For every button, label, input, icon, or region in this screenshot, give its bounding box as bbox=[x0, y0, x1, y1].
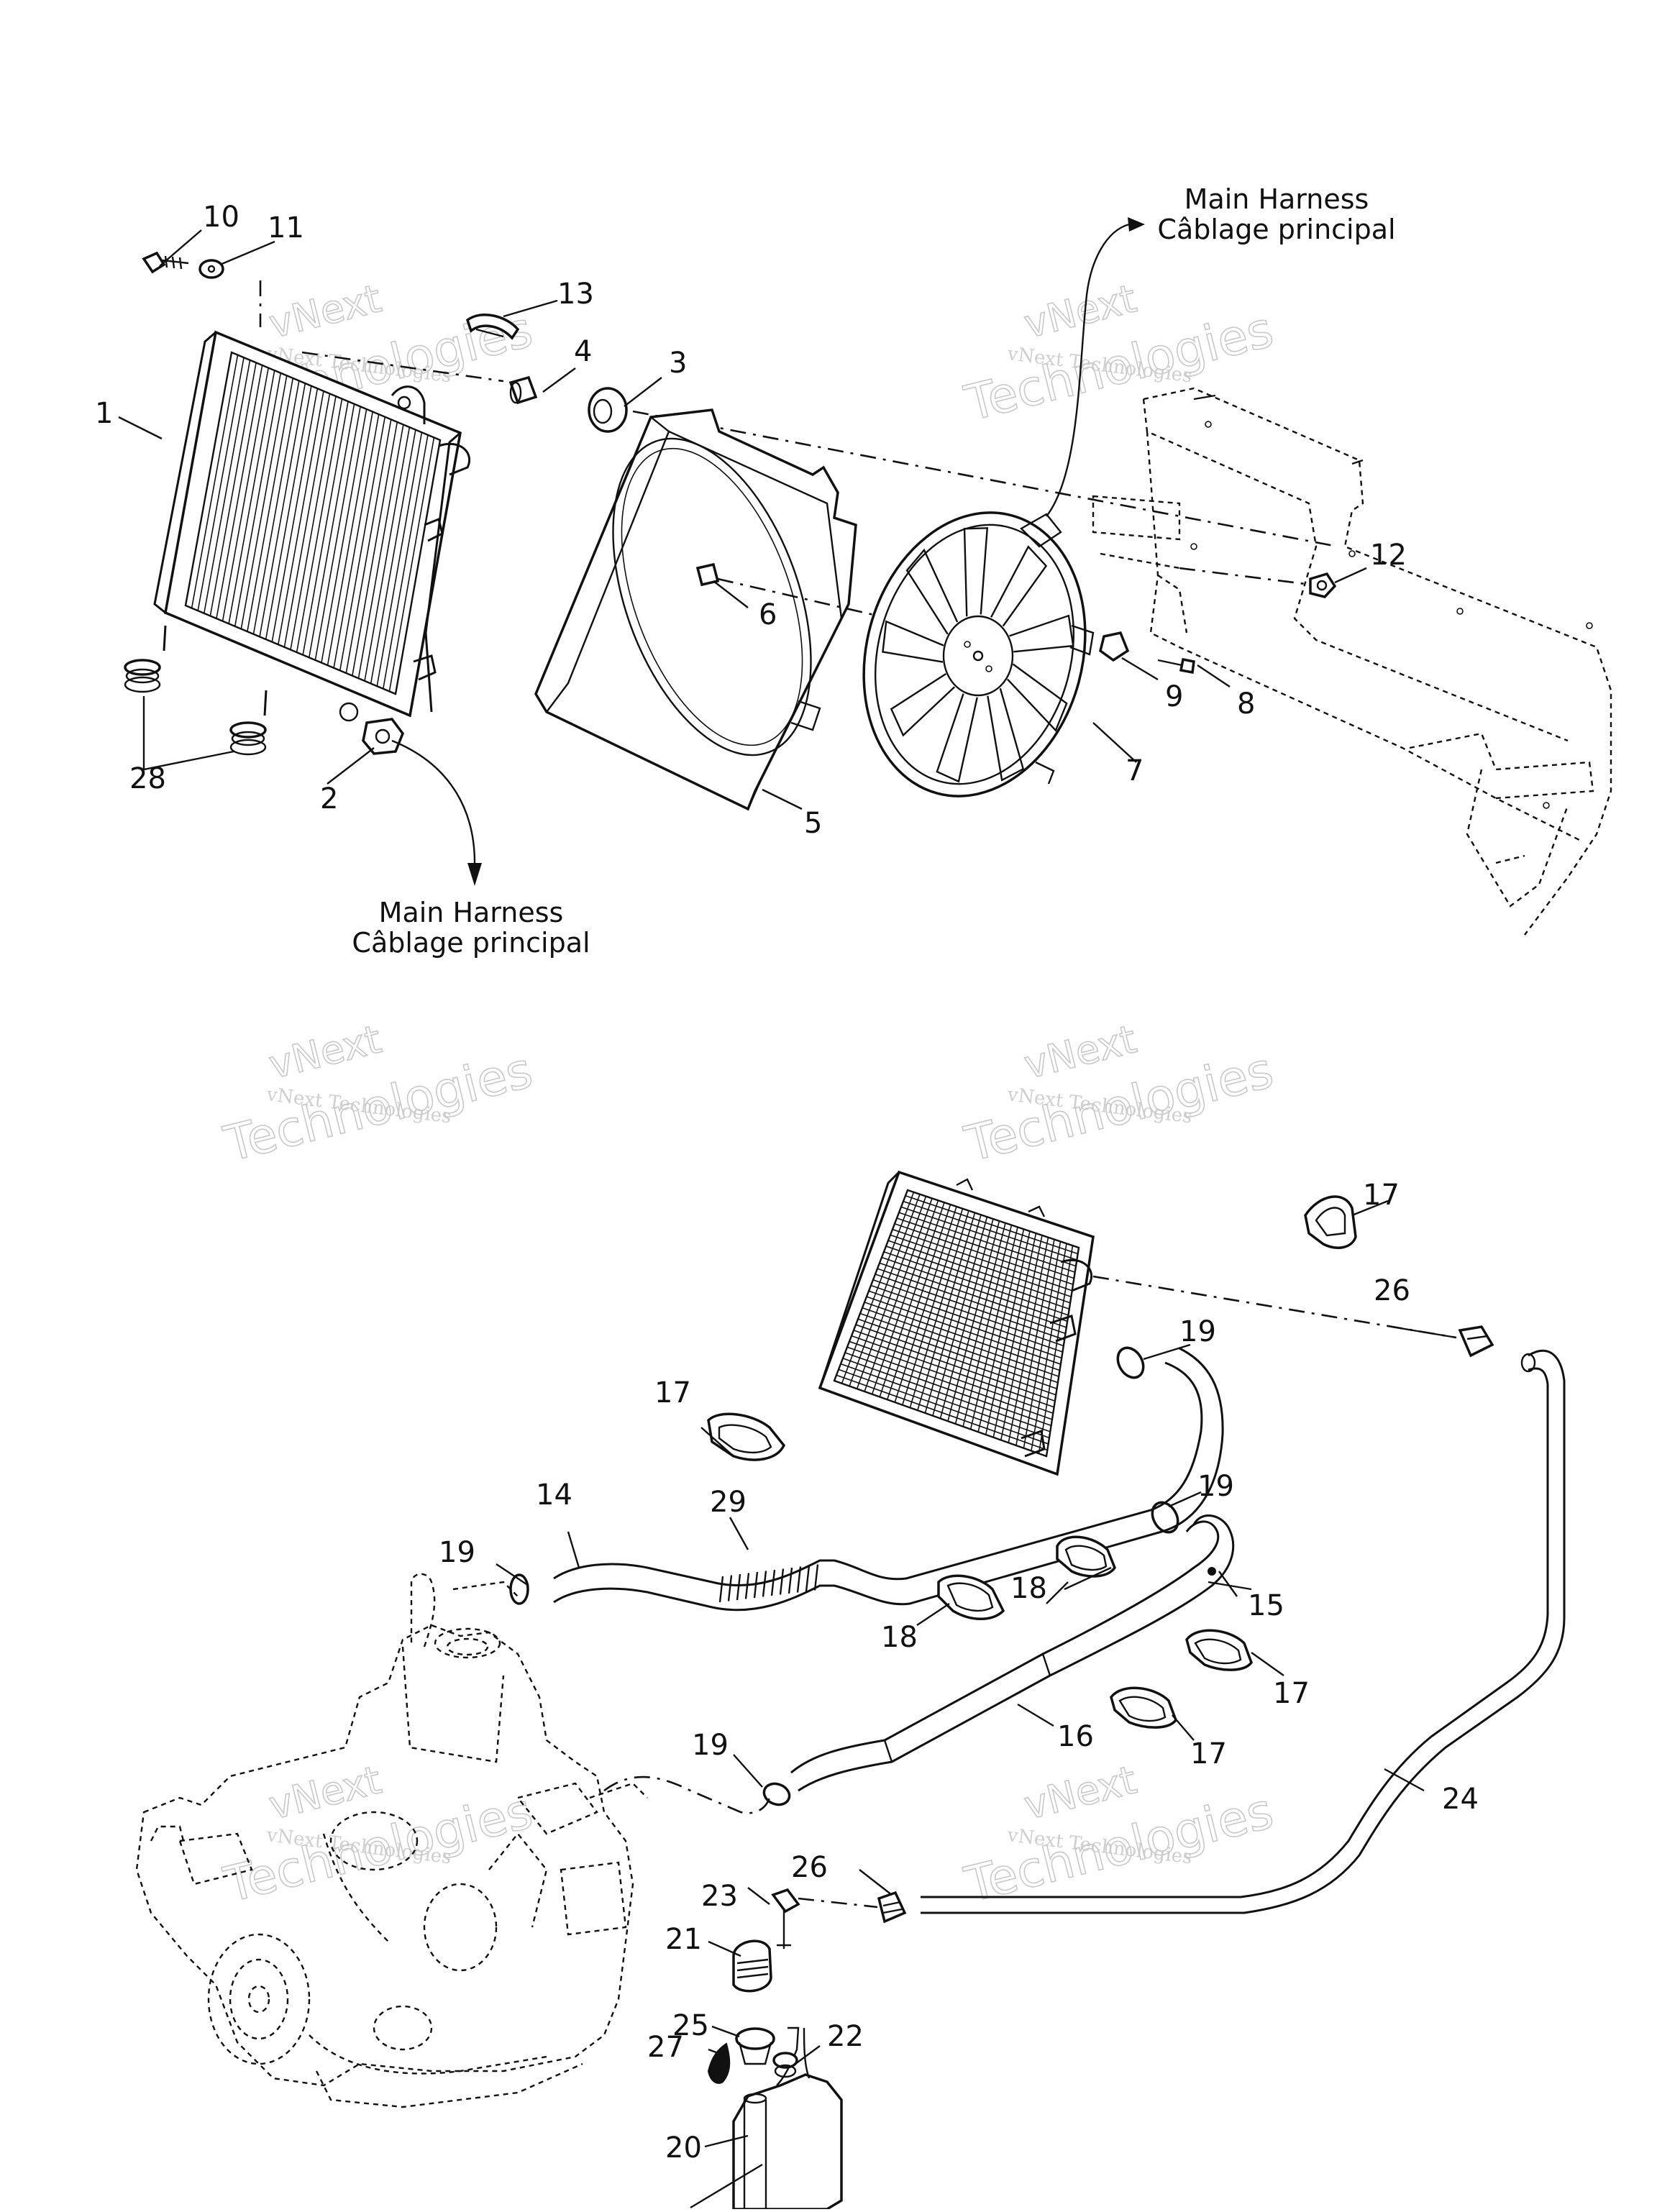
fan-shroud-axis-line bbox=[632, 410, 1338, 548]
spacer bbox=[508, 375, 538, 405]
hose-clamp-pump bbox=[762, 1782, 791, 1806]
harness-label-top-en: Main Harness bbox=[1184, 183, 1369, 215]
callout-labels: 1 2 3 4 5 6 7 8 9 10 11 12 13 14 15 16 1… bbox=[95, 201, 1479, 2165]
harness-arrow-mid bbox=[391, 739, 482, 886]
callout-6: 6 bbox=[759, 598, 777, 631]
washer bbox=[198, 259, 224, 279]
harness-arrow-top bbox=[1046, 217, 1145, 517]
callout-3: 3 bbox=[669, 347, 687, 380]
callout-2: 2 bbox=[320, 782, 338, 815]
hose-clamp-upper bbox=[1116, 1346, 1145, 1379]
callout-4: 4 bbox=[574, 335, 592, 368]
radiator-installed bbox=[818, 1170, 1095, 1476]
fan-screw bbox=[1157, 657, 1195, 675]
callout-17d: 17 bbox=[1190, 1737, 1227, 1770]
callout-24: 24 bbox=[1442, 1783, 1479, 1816]
callout-8: 8 bbox=[1237, 687, 1255, 721]
callout-7: 7 bbox=[1126, 754, 1144, 787]
callout-23: 23 bbox=[701, 1880, 738, 1913]
engine-outlet-axis-line bbox=[603, 1775, 771, 1814]
radiator-hose-lower bbox=[790, 1514, 1235, 1792]
cooling-fan bbox=[862, 511, 1095, 797]
callout-20: 20 bbox=[665, 2131, 702, 2165]
watermark-top-right: vNext vNext Technologies Technologies bbox=[959, 275, 1279, 434]
callout-17c: 17 bbox=[1273, 1677, 1310, 1710]
fan-shroud bbox=[534, 408, 857, 811]
radiator bbox=[153, 330, 471, 722]
callout-19a: 19 bbox=[1179, 1315, 1216, 1348]
callout-18a: 18 bbox=[1010, 1572, 1047, 1605]
hose-clamp-lower bbox=[1151, 1501, 1179, 1534]
radiator-hose-upper bbox=[553, 1347, 1224, 1612]
hose-guard-right bbox=[1185, 1629, 1253, 1671]
temperature-sensor bbox=[362, 718, 404, 755]
harness-label-top-fr: Câblage principal bbox=[1157, 214, 1395, 245]
reservoir-cap bbox=[732, 1939, 772, 1993]
callout-26a: 26 bbox=[1374, 1274, 1410, 1307]
callout-14: 14 bbox=[536, 1479, 572, 1512]
callout-27: 27 bbox=[647, 2031, 684, 2064]
spacer-axis-line bbox=[301, 351, 504, 383]
svg-text:vNext: vNext bbox=[265, 275, 385, 347]
radiator-cap bbox=[465, 314, 520, 340]
vehicle-frame bbox=[1092, 387, 1612, 936]
callout-26b: 26 bbox=[791, 1851, 828, 1884]
hose-guard-low bbox=[937, 1574, 1005, 1620]
rubber-mount bbox=[124, 659, 267, 756]
callout-9: 9 bbox=[1165, 680, 1183, 713]
callout-12: 12 bbox=[1370, 539, 1407, 572]
callout-18b: 18 bbox=[881, 1621, 918, 1654]
callout-11: 11 bbox=[268, 211, 304, 244]
callout-22: 22 bbox=[827, 2020, 864, 2053]
callout-10: 10 bbox=[203, 201, 239, 234]
harness-label-mid-en: Main Harness bbox=[379, 897, 564, 928]
watermark-mid-left: vNext vNext Technologies Technologies bbox=[218, 1016, 539, 1174]
watermark-mid-right: vNext vNext Technologies Technologies bbox=[959, 1016, 1279, 1174]
hose-guard-top bbox=[1304, 1195, 1357, 1249]
callout-1: 1 bbox=[95, 397, 113, 430]
fan-clip bbox=[1099, 631, 1130, 662]
callout-16: 16 bbox=[1057, 1720, 1094, 1753]
hose-guard-mid bbox=[1056, 1535, 1116, 1578]
leader-lines bbox=[118, 229, 1457, 2209]
callout-13: 13 bbox=[557, 278, 594, 311]
callout-25: 25 bbox=[672, 2009, 709, 2042]
frame-nut bbox=[1309, 572, 1337, 598]
callout-29: 29 bbox=[710, 1486, 747, 1519]
reservoir-grommet bbox=[735, 2027, 775, 2065]
callout-17b: 17 bbox=[654, 1376, 691, 1409]
bolt bbox=[142, 251, 189, 274]
tank-fitting bbox=[771, 1888, 800, 1949]
hose-guard-bottom bbox=[1110, 1686, 1177, 1729]
hose-clamp-top bbox=[1458, 1325, 1494, 1358]
hose-guard-left bbox=[707, 1412, 786, 1461]
svg-text:vNext: vNext bbox=[265, 1016, 385, 1087]
harness-label-mid-fr: Câblage principal bbox=[352, 927, 590, 959]
overflow-hose bbox=[921, 1349, 1566, 1914]
watermark-bottom-right: vNext vNext Technologies Technologies bbox=[959, 1757, 1279, 1915]
hose-clamp-bottom bbox=[877, 1891, 907, 1924]
engine bbox=[135, 1573, 648, 2108]
callout-5: 5 bbox=[804, 807, 822, 840]
shroud-nut bbox=[695, 562, 720, 587]
callout-19c: 19 bbox=[439, 1536, 475, 1569]
callout-17a: 17 bbox=[1363, 1179, 1400, 1212]
callout-21: 21 bbox=[665, 1923, 702, 1956]
callout-28: 28 bbox=[129, 762, 166, 795]
callout-19d: 19 bbox=[692, 1729, 729, 1762]
fitting-axis-line bbox=[798, 1897, 878, 1909]
callout-15: 15 bbox=[1248, 1589, 1284, 1622]
tank-grommet bbox=[772, 2052, 798, 2078]
callout-19b: 19 bbox=[1197, 1470, 1234, 1503]
coolant-drop-icon bbox=[707, 2042, 731, 2084]
frame-nut-axis-line bbox=[1179, 567, 1306, 585]
svg-text:vNext: vNext bbox=[265, 1757, 385, 1828]
grommet bbox=[588, 387, 628, 433]
watermark-bottom-left: vNext vNext Technologies Technologies bbox=[218, 1757, 539, 1915]
